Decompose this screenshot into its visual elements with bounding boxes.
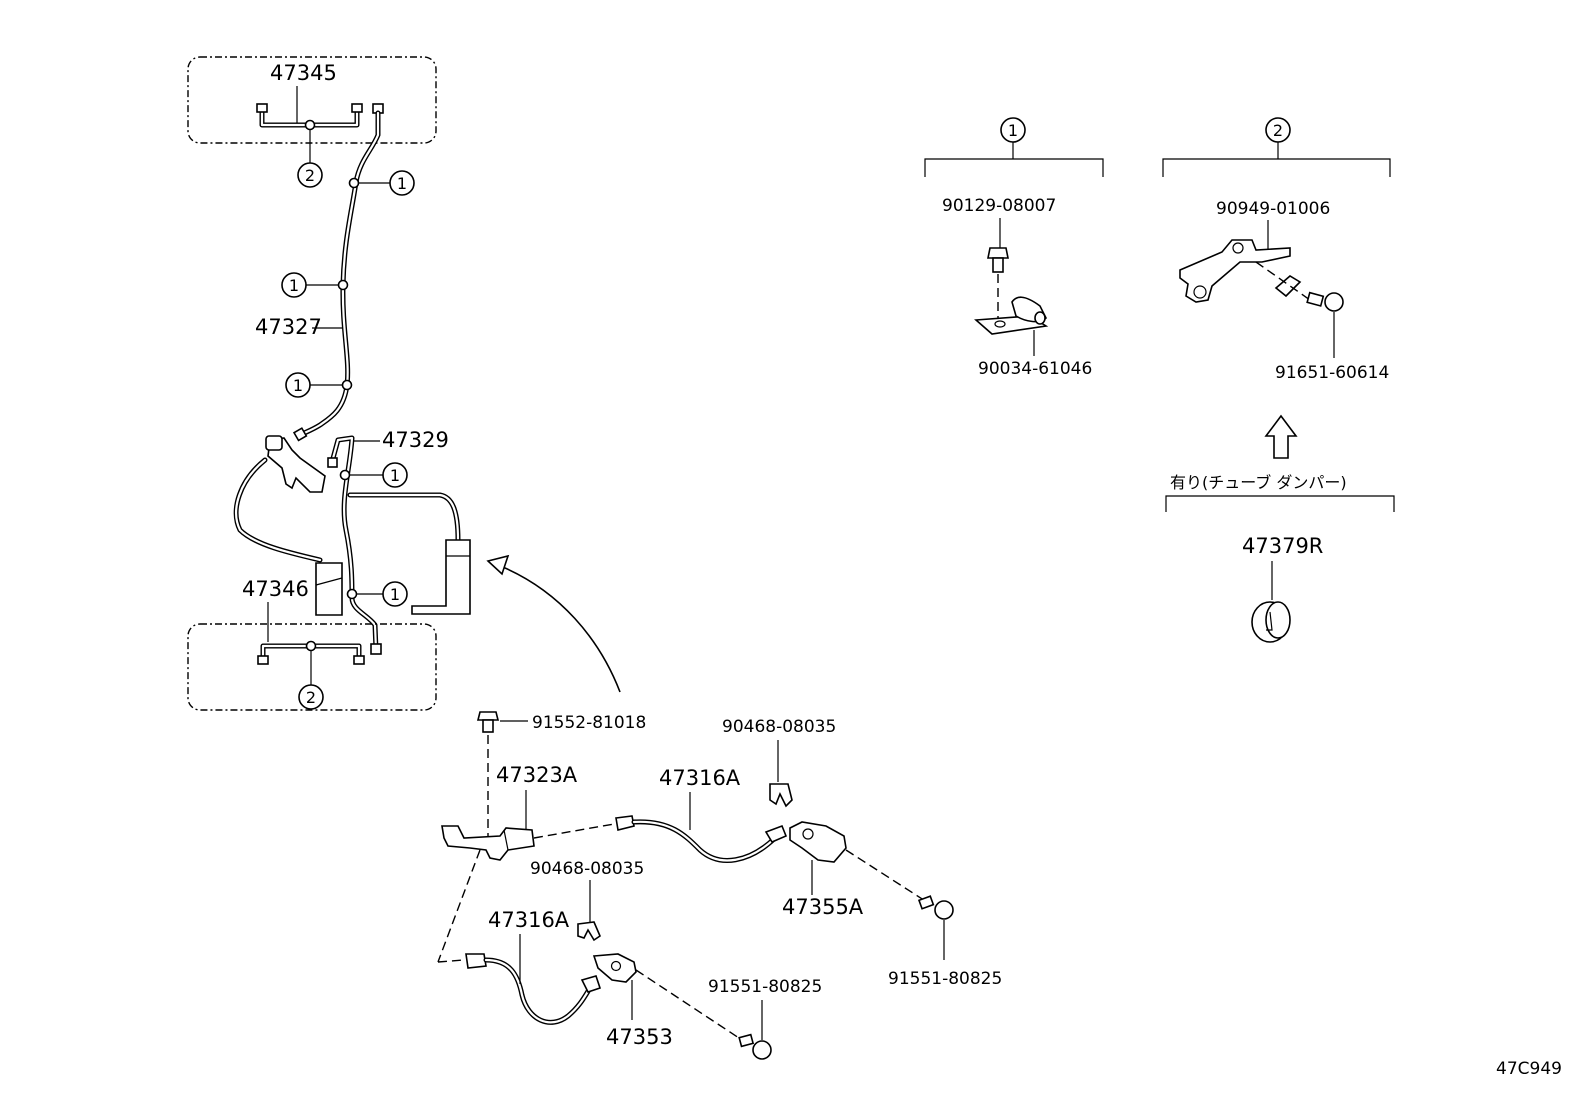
part-label-90129-08007: 90129-08007 [942, 196, 1056, 216]
tube-damper-47379R [1251, 601, 1291, 643]
tube-nut [256, 103, 268, 113]
sensor-connector [764, 824, 788, 844]
part-label-90468-08035-upper: 90468-08035 [722, 717, 836, 737]
callout-1-circle [389, 170, 415, 196]
hose-bracket-right [411, 539, 471, 615]
tube-nut [327, 457, 338, 468]
diagram-code: 47C949 [1496, 1059, 1562, 1079]
upper-tube-group: 47345 2 [187, 56, 437, 188]
callout-1-circle [382, 462, 408, 488]
callout-1-label: 1 [390, 466, 400, 485]
clamp-point [305, 640, 317, 652]
part-label-90034-61046: 90034-61046 [978, 359, 1092, 379]
callout-2-detail: 2 90949-01006 91651-60614 有り(チューブ ダンパー) … [1162, 117, 1395, 643]
callout-1-label: 1 [289, 276, 299, 295]
bolt-91551-80825-left [738, 1033, 772, 1060]
part-label-47355A: 47355A [782, 895, 864, 919]
flex-hose-fitting [267, 437, 326, 493]
sensor-connector [465, 953, 487, 969]
hose-nut [265, 435, 283, 451]
hose-bracket-left [315, 562, 343, 616]
location-arrow [497, 564, 621, 693]
tube-nut [353, 655, 365, 665]
up-arrow-icon [1264, 414, 1298, 459]
callout-2-circle [298, 684, 324, 710]
sensor-bracket [441, 825, 535, 861]
part-label-47327: 47327 [255, 315, 322, 339]
clamp-point [337, 279, 349, 291]
part-label-47329: 47329 [382, 428, 449, 452]
part-label-91551-80825-left: 91551-80825 [708, 977, 822, 997]
part-label-47316A-lower: 47316A [488, 908, 570, 932]
callout-2-circle [297, 162, 323, 188]
tube-nut [292, 427, 308, 442]
callout-1-circle [285, 372, 311, 398]
callout-2-label: 2 [306, 688, 316, 707]
tube-nut [351, 103, 363, 113]
part-label-90949-01006: 90949-01006 [1216, 199, 1330, 219]
part-label-90468-08035-lower: 90468-08035 [530, 859, 644, 879]
callout-1-detail: 1 90129-08007 90034-61046 [924, 117, 1104, 379]
part-label-47323A: 47323A [496, 763, 578, 787]
detail-2-label: 2 [1273, 121, 1283, 140]
tube-nut [370, 643, 382, 655]
sensor-connector [580, 975, 602, 993]
location-arrow-head [486, 554, 510, 576]
callout-2-label: 2 [305, 166, 315, 185]
clamp-point [348, 177, 360, 189]
tube-damper-note: 有り(チューブ ダンパー) [1170, 473, 1347, 492]
clamp-90949-01006 [1179, 239, 1302, 303]
part-label-91651-60614: 91651-60614 [1275, 363, 1389, 383]
callout-1-label: 1 [390, 585, 400, 604]
clamp-point [339, 469, 351, 481]
sensor-clamp-47355A [789, 821, 847, 863]
sensor-assembly: 91552-81018 47323A 47316A 90468-08035 47… [437, 711, 1002, 1060]
tube-damper-bracket [1165, 495, 1395, 512]
detail-2-bracket [1162, 158, 1391, 177]
clip-90468-08035 [577, 921, 601, 942]
lower-dashed-box [187, 623, 437, 711]
part-label-91552-81018: 91552-81018 [532, 713, 646, 733]
bolt-91552-81018 [476, 711, 500, 733]
bolt-91551-80825-right [917, 895, 954, 920]
part-label-47316A-upper: 47316A [659, 766, 741, 790]
part-label-91551-80825-right: 91551-80825 [888, 969, 1002, 989]
clamp-point [304, 119, 316, 131]
clamp-point [346, 588, 358, 600]
callout-1-circle [382, 581, 408, 607]
callout-1-label: 1 [293, 376, 303, 395]
sensor-clamp-47353 [592, 953, 637, 983]
part-label-47379R: 47379R [1242, 534, 1323, 558]
main-brake-tube: 1 1 47327 1 [255, 110, 415, 442]
part-label-47353: 47353 [606, 1025, 673, 1049]
part-label-47346: 47346 [242, 577, 309, 601]
rear-tube-assembly: 47329 1 1 47346 2 [187, 428, 621, 711]
callout-1-circle [281, 272, 307, 298]
sensor-connector [615, 815, 635, 831]
bolt-91651-60614 [1306, 291, 1344, 312]
upper-dashed-box [187, 56, 437, 144]
tube-nut [257, 655, 269, 665]
part-label-47345: 47345 [270, 61, 337, 85]
bolt-90129-08007 [987, 247, 1009, 273]
detail-1-bracket [924, 158, 1104, 177]
callout-1-label: 1 [397, 174, 407, 193]
detail-1-label: 1 [1008, 121, 1018, 140]
clamp-90034-61046 [974, 296, 1049, 335]
clamp-point [341, 379, 353, 391]
clip-90468-08035 [769, 783, 793, 808]
